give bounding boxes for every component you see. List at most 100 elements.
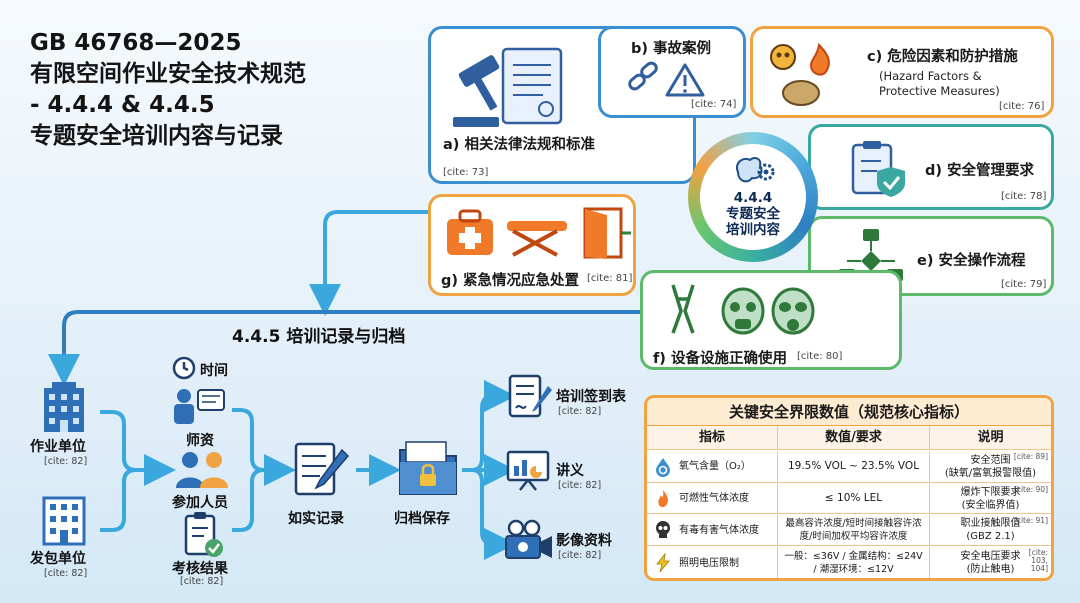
center-title-line-3: 培训内容: [726, 222, 780, 238]
unit-contractor-label: 作业单位: [30, 439, 86, 455]
topic-label-cases: b) 事故案例: [631, 41, 712, 57]
row-value: 一般：≤36V / 金属结构：≤24V / 潮湿环境：≤12V: [778, 547, 930, 578]
output-lecture-cite: [cite: 82]: [558, 480, 602, 491]
row-note-main: 职业接触限值: [960, 518, 1021, 529]
checklist-icon: [184, 512, 223, 557]
results-label: 考核结果: [172, 561, 228, 577]
office-building-icon: [42, 496, 86, 546]
topic-card-management: d) 安全管理要求 [cite: 78]: [808, 124, 1054, 210]
arrow-unit2-merge: [100, 454, 176, 532]
lightning-icon: [656, 552, 670, 573]
title-line-3: - 4.4.4 & 4.4.5: [30, 92, 215, 118]
arrow-topics-to-records: [309, 210, 430, 316]
output-lecture-label: 讲义: [556, 463, 584, 479]
center-title: 4.4.4 专题安全 培训内容: [700, 190, 806, 238]
presentation-board-icon: [506, 450, 550, 491]
arrow-items-merge-a: [232, 408, 280, 472]
topic-sub1-hazards: (Hazard Factors &: [879, 69, 982, 83]
topic-card-equipment: f) 设备设施正确使用 [cite: 80]: [640, 270, 902, 370]
row-cite: [cite: 91]: [1013, 516, 1048, 525]
arrow-records-to-units: [48, 310, 640, 386]
unit-client-label: 发包单位: [30, 551, 86, 567]
table-row: 有毒有害气体浓度 最高容许浓度/短时间接触容许浓度/时间加权平均容许浓度 职业接…: [647, 515, 1051, 546]
title-line-2: 有限空间作业安全技术规范: [30, 61, 306, 87]
topic-cite-hazards: [cite: 76]: [999, 101, 1045, 112]
topic-label-hazards: c) 危险因素和防护措施: [867, 49, 1018, 65]
table-header-note: 说明: [930, 426, 1051, 450]
topic-card-hazards: c) 危险因素和防护措施 (Hazard Factors & Protectiv…: [750, 26, 1054, 118]
row-note-sub: (缺氧/富氧报警限值): [944, 467, 1037, 479]
unit-client-cite: [cite: 82]: [44, 568, 88, 579]
teacher-label: 师资: [186, 433, 214, 449]
topic-cite-procedure: [cite: 79]: [1001, 279, 1047, 290]
row-note-main: 安全范围: [970, 454, 1011, 466]
topic-cite-equipment: [cite: 80]: [797, 351, 843, 362]
topic-label-equipment: f) 设备设施正确使用: [653, 351, 787, 367]
row-indicator: 照明电压限制: [647, 547, 778, 578]
video-camera-icon: [505, 519, 552, 559]
topic-label-procedure: e) 安全操作流程: [917, 253, 1026, 269]
safety-limits-table: 关键安全界限数值（规范核心指标） 指标 数值/要求 说明 氧气含量（O₂） 19…: [644, 395, 1054, 581]
skull-icon: [656, 521, 670, 538]
ppe-equipment-icons: [671, 284, 815, 335]
output-signin-cite: [cite: 82]: [558, 406, 602, 417]
broken-chain-warning-icon: [628, 61, 705, 97]
topic-card-cases: b) 事故案例 [cite: 74]: [598, 26, 746, 118]
results-cite: [cite: 82]: [180, 576, 224, 587]
archive-label: 归档保存: [394, 511, 450, 527]
row-note: 安全电压要求(防止触电): [930, 547, 1051, 578]
arrow-archive-branch: [462, 380, 516, 472]
oxygen-icon: [656, 457, 670, 477]
hazard-icons: [770, 42, 830, 106]
row-note-sub: (防止触电): [966, 564, 1015, 575]
table-header-indicator: 指标: [647, 426, 778, 450]
row-note-main: 爆炸下限要求: [960, 486, 1021, 498]
row-note-sub: (GBZ 2.1): [966, 531, 1015, 542]
table-row: 照明电压限制 一般：≤36V / 金属结构：≤24V / 潮湿环境：≤12V 安…: [647, 547, 1051, 578]
center-hub: 4.4.4 专题安全 培训内容: [688, 132, 818, 262]
row-cite: [cite: 103, 104]: [1028, 548, 1048, 573]
topic-label-emergency: g) 紧急情况应急处置: [441, 273, 580, 289]
document-pen-icon: [294, 442, 350, 496]
row-indicator: 可燃性气体浓度: [647, 484, 778, 513]
records-section-title: 4.4.5 培训记录与归档: [232, 327, 406, 347]
topic-sub2-hazards: Protective Measures): [879, 84, 1000, 98]
row-value: ≤ 10% LEL: [778, 484, 930, 513]
topic-cite-management: [cite: 78]: [1001, 191, 1047, 202]
row-note: 职业接触限值 (GBZ 2.1): [930, 515, 1051, 545]
flame-icon: [658, 489, 668, 507]
row-cite: [cite: 90]: [1013, 485, 1048, 494]
output-video-label: 影像资料: [556, 533, 612, 549]
brain-gears-icon: [736, 157, 775, 183]
folder-lock-icon: [399, 441, 457, 495]
unit-contractor-cite: [cite: 82]: [44, 456, 88, 467]
emergency-icons: [447, 207, 631, 259]
row-note: 安全范围(缺氧/富氧报警限值): [930, 451, 1051, 482]
sign-in-sheet-icon: [508, 374, 552, 418]
topic-cite-emergency: [cite: 81]: [587, 273, 633, 284]
row-indicator: 氧气含量（O₂）: [647, 451, 778, 482]
center-hub-inner: 4.4.4 专题安全 培训内容: [700, 144, 806, 250]
topic-card-emergency: g) 紧急情况应急处置 [cite: 81]: [428, 194, 636, 296]
page-title: GB 46768—2025 有限空间作业安全技术规范 - 4.4.4 & 4.4…: [30, 28, 430, 152]
output-video-cite: [cite: 82]: [558, 550, 602, 561]
row-cite: [cite: 89]: [1013, 452, 1048, 461]
row-indicator: 有毒有害气体浓度: [647, 515, 778, 545]
gavel-document-icon: [453, 47, 563, 127]
topic-label-management: d) 安全管理要求: [925, 163, 1035, 179]
table-row: 可燃性气体浓度 ≤ 10% LEL 爆炸下限要求(安全临界值) [cite: 9…: [647, 484, 1051, 514]
participants-icon: [176, 452, 228, 488]
table-row: 氧气含量（O₂） 19.5% VOL ~ 23.5% VOL 安全范围(缺氧/富…: [647, 451, 1051, 483]
title-line-1: GB 46768—2025: [30, 30, 242, 56]
teacher-icon: [174, 389, 225, 424]
row-value: 最高容许浓度/短时间接触容许浓度/时间加权平均容许浓度: [778, 515, 930, 545]
row-value: 19.5% VOL ~ 23.5% VOL: [778, 451, 930, 482]
topic-cite-laws: [cite: 73]: [443, 167, 489, 178]
arrow-unit1-merge: [100, 410, 160, 472]
building-icon: [44, 382, 84, 432]
arrow-items-merge-b: [232, 454, 296, 532]
arrow-archive-bottom: [462, 468, 516, 560]
row-note-sub: (安全临界值): [961, 499, 1020, 511]
time-label: 时间: [200, 363, 228, 379]
